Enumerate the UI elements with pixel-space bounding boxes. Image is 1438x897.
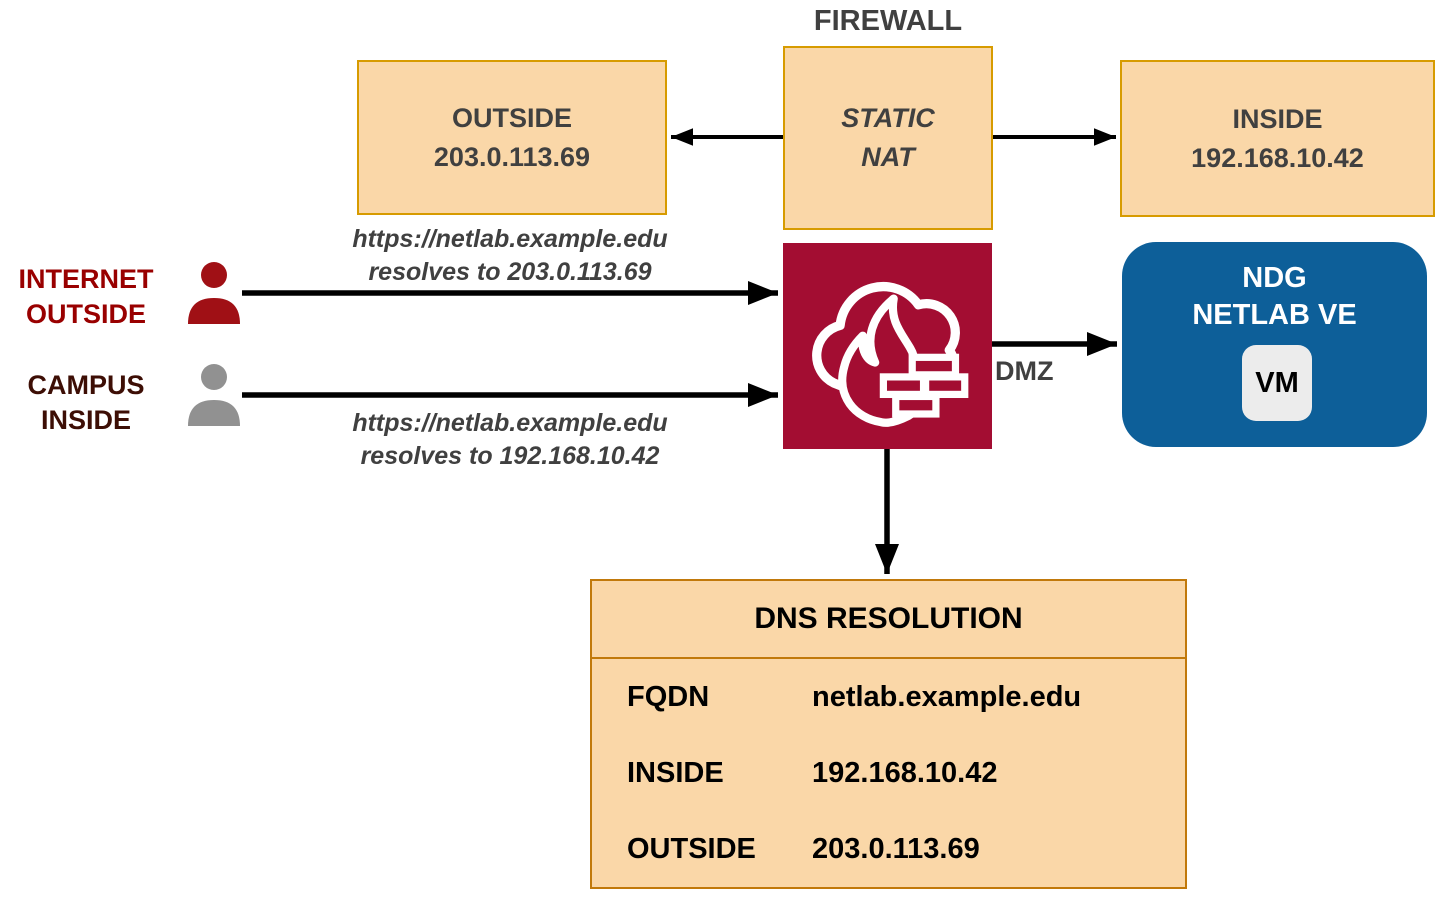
- dns-table-title: DNS RESOLUTION: [592, 581, 1185, 659]
- url-note-outside: https://netlab.example.edu resolves to 2…: [352, 225, 668, 286]
- brick: [908, 353, 960, 379]
- ndg-netlab-title: NDG NETLAB VE: [1192, 262, 1357, 332]
- brick: [922, 373, 969, 399]
- dns-row-key: FQDN: [627, 680, 710, 713]
- dns-resolution-table: DNS RESOLUTION FQDN netlab.example.edu I…: [590, 579, 1187, 889]
- outside-box-title: OUTSIDE: [451, 103, 572, 134]
- table-row: FQDN netlab.example.edu: [592, 659, 1185, 735]
- dns-row-value: 192.168.10.42: [812, 756, 998, 789]
- person-head: [201, 364, 227, 390]
- table-row: INSIDE 192.168.10.42: [592, 735, 1185, 811]
- dns-row-key: OUTSIDE: [627, 832, 756, 865]
- firewall-title-label: FIREWALL: [813, 5, 963, 37]
- inside-box-title: INSIDE: [1232, 104, 1323, 135]
- person-body: [188, 400, 240, 426]
- vm-chip: VM: [1242, 345, 1312, 421]
- outside-nat-box: OUTSIDE 203.0.113.69: [357, 60, 667, 215]
- campus-inside-label: CAMPUS INSIDE: [27, 370, 145, 436]
- dns-row-key: INSIDE: [627, 756, 724, 789]
- brick: [892, 392, 940, 418]
- inside-box-ip: 192.168.10.42: [1191, 142, 1364, 173]
- outside-box-ip: 203.0.113.69: [433, 141, 591, 172]
- table-row: OUTSIDE 203.0.113.69: [592, 811, 1185, 887]
- internet-outside-label: INTERNET OUTSIDE: [18, 264, 154, 330]
- dns-table-body: FQDN netlab.example.edu INSIDE 192.168.1…: [592, 659, 1185, 887]
- inside-nat-box: INSIDE 192.168.10.42: [1120, 60, 1435, 217]
- dns-row-value: netlab.example.edu: [812, 680, 1082, 713]
- person-head: [201, 262, 227, 288]
- url-note-inside: https://netlab.example.edu resolves to 1…: [352, 409, 668, 470]
- brick-wall: [879, 353, 969, 418]
- static-nat-box: STATIC NAT: [783, 46, 993, 230]
- dns-row-value: 203.0.113.69: [812, 832, 980, 865]
- vm-label: VM: [1255, 366, 1299, 399]
- brick: [879, 373, 928, 399]
- firewall-cloud-flame-bricks-icon: [812, 281, 969, 427]
- person-icon: [188, 364, 240, 426]
- person-body: [188, 298, 240, 324]
- firewall-node: [783, 243, 992, 449]
- person-icon: [188, 262, 240, 324]
- dmz-label: DMZ: [995, 356, 1054, 386]
